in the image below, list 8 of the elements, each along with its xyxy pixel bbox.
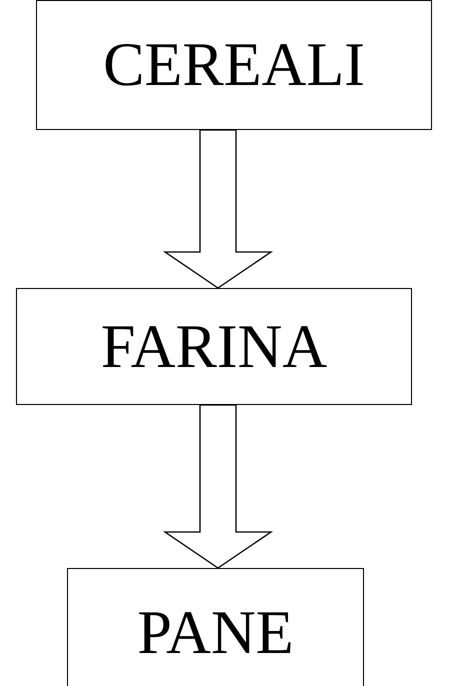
block-arrow [162, 404, 274, 569]
process-box [67, 568, 364, 686]
process-box [16, 288, 412, 405]
block-arrow [162, 129, 274, 289]
node-label: PANE [137, 602, 294, 664]
node-label: FARINA [100, 316, 328, 378]
process-box [36, 0, 432, 130]
node-label: CEREALI [103, 34, 365, 96]
